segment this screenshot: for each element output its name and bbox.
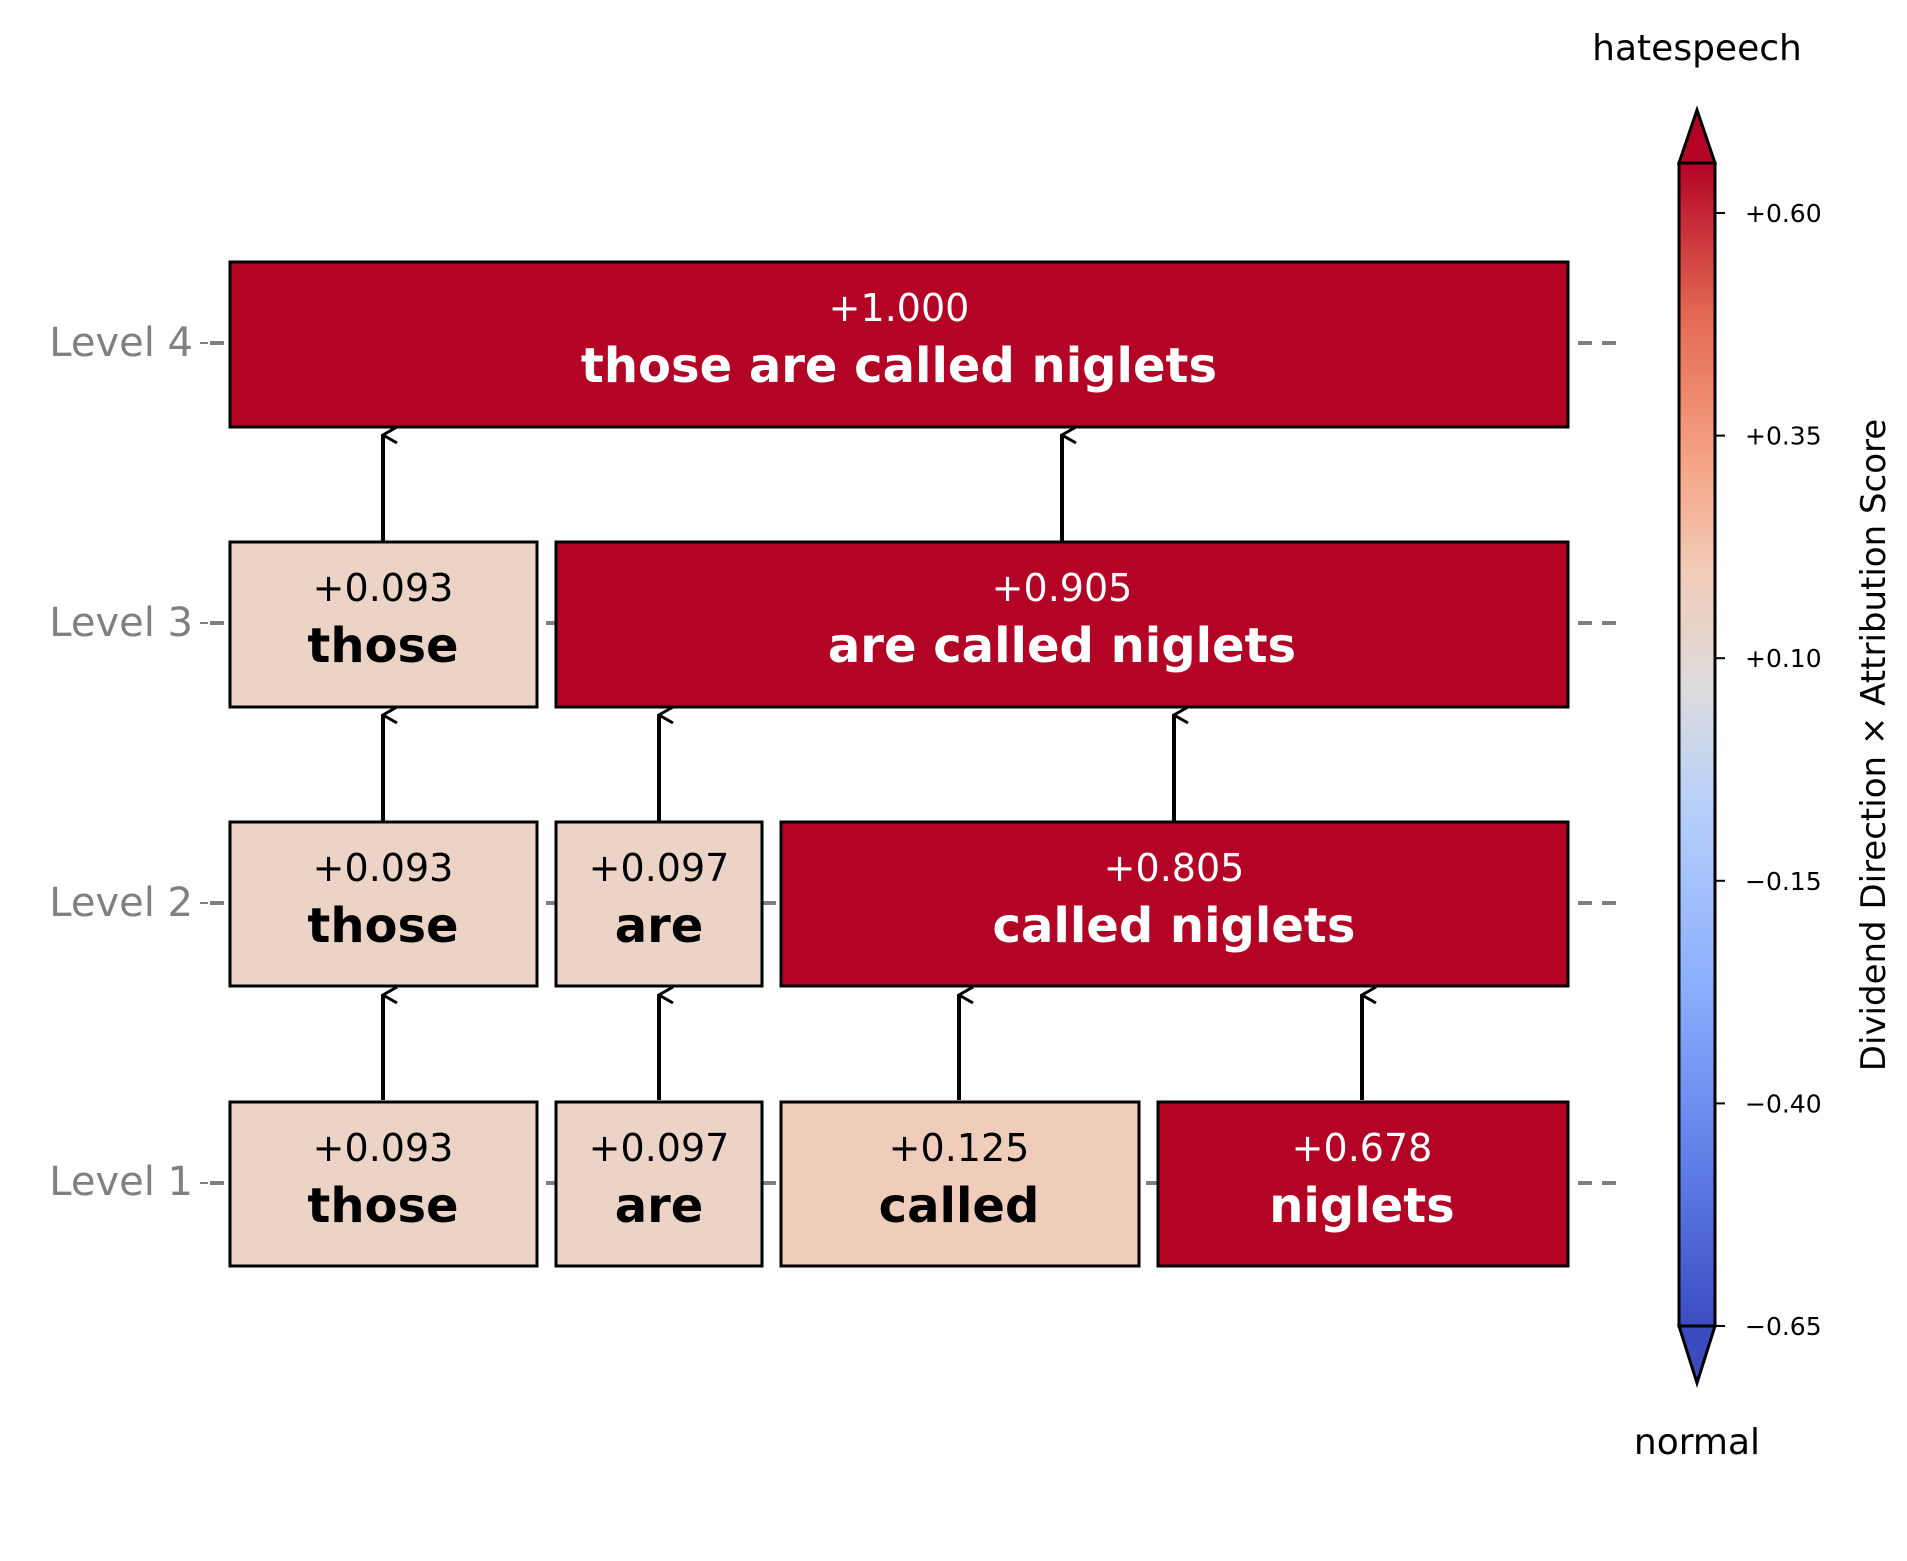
node-text: are <box>615 1178 704 1234</box>
level-2-row: +0.093 those +0.097 are +0.805 called ni… <box>228 820 1570 988</box>
node-score: +0.093 <box>313 1126 454 1170</box>
node-box <box>554 820 764 988</box>
node-called-niglets: +0.805 called niglets <box>779 820 1570 988</box>
level-4-axis-item: Level 4 <box>49 320 208 366</box>
node-those: +0.093 those <box>228 1100 539 1268</box>
level-4-label: Level 4 <box>49 320 193 366</box>
level-1-label: Level 1 <box>49 1159 193 1205</box>
node-score: +0.093 <box>313 846 454 890</box>
colorbar-top-extension <box>1676 105 1718 165</box>
colorbar-tick-label: −0.40 <box>1745 1089 1822 1118</box>
node-score: +1.000 <box>829 286 970 330</box>
node-text: those are called niglets <box>581 338 1217 394</box>
node-called: +0.125 called <box>779 1100 1141 1268</box>
node-score: +0.097 <box>589 846 730 890</box>
node-score: +0.097 <box>589 1126 730 1170</box>
colorbar-tick-label: +0.35 <box>1745 422 1822 451</box>
node-niglets: +0.678 niglets <box>1156 1100 1570 1268</box>
colorbar: hatespeech normal +0.60 +0.35 +0.10 −0.15 −0… <box>1592 28 1894 1463</box>
level-3-axis-item: Level 3 <box>49 600 208 646</box>
node-text: niglets <box>1269 1178 1455 1234</box>
node-box <box>228 1100 539 1268</box>
node-those: +0.093 those <box>228 540 539 709</box>
level-1-row: +0.093 those +0.097 are +0.125 called +0… <box>228 1100 1570 1268</box>
node-text: called <box>879 1178 1040 1234</box>
colorbar-bottom-extension <box>1676 1324 1718 1388</box>
node-box <box>554 1100 764 1268</box>
node-are: +0.097 are <box>554 820 764 988</box>
node-box <box>228 540 539 709</box>
colorbar-axis-label: Dividend Direction × Attribution Score <box>1854 419 1894 1071</box>
colorbar-tick-label: −0.65 <box>1745 1312 1822 1341</box>
colorbar-gradient <box>1677 161 1717 1328</box>
level-1-axis-item: Level 1 <box>49 1159 208 1205</box>
level-3-row: +0.093 those +0.905 are called niglets <box>228 540 1570 709</box>
colorbar-tick-label: +0.60 <box>1745 199 1822 228</box>
node-score: +0.678 <box>1292 1126 1433 1170</box>
level-axis: Level 4 Level 3 Level 2 Level 1 <box>49 320 208 1205</box>
node-score: +0.125 <box>889 1126 1030 1170</box>
level-3-label: Level 3 <box>49 600 193 646</box>
node-text: those <box>307 898 458 954</box>
level-guide-lines <box>210 341 1625 1185</box>
colorbar-bottom-label: normal <box>1634 1422 1760 1463</box>
node-text: called niglets <box>993 898 1356 954</box>
node-score: +0.905 <box>992 566 1133 610</box>
node-text: are <box>615 898 704 954</box>
colorbar-top-label: hatespeech <box>1592 28 1802 69</box>
node-text: those <box>307 618 458 674</box>
node-text: those <box>307 1178 458 1234</box>
composition-arrows <box>381 435 1362 1100</box>
node-score: +0.805 <box>1104 846 1245 890</box>
node-box <box>779 820 1570 988</box>
node-box <box>554 540 1570 709</box>
colorbar-ticks: +0.60 +0.35 +0.10 −0.15 −0.40 −0.65 <box>1715 199 1822 1341</box>
node-text: are called niglets <box>828 618 1296 674</box>
node-those: +0.093 those <box>228 820 539 988</box>
colorbar-tick-label: −0.15 <box>1745 867 1822 896</box>
node-box <box>779 1100 1141 1268</box>
node-box <box>228 260 1570 429</box>
node-box <box>228 820 539 988</box>
node-box <box>1156 1100 1570 1268</box>
level-4-row: +1.000 those are called niglets <box>228 260 1570 429</box>
node-are: +0.097 are <box>554 1100 764 1268</box>
level-2-axis-item: Level 2 <box>49 880 208 926</box>
node-are-called-niglets: +0.905 are called niglets <box>554 540 1570 709</box>
colorbar-tick-label: +0.10 <box>1745 644 1822 673</box>
node-score: +0.093 <box>313 566 454 610</box>
level-2-label: Level 2 <box>49 880 193 926</box>
node-those-are-called-niglets: +1.000 those are called niglets <box>228 260 1570 429</box>
